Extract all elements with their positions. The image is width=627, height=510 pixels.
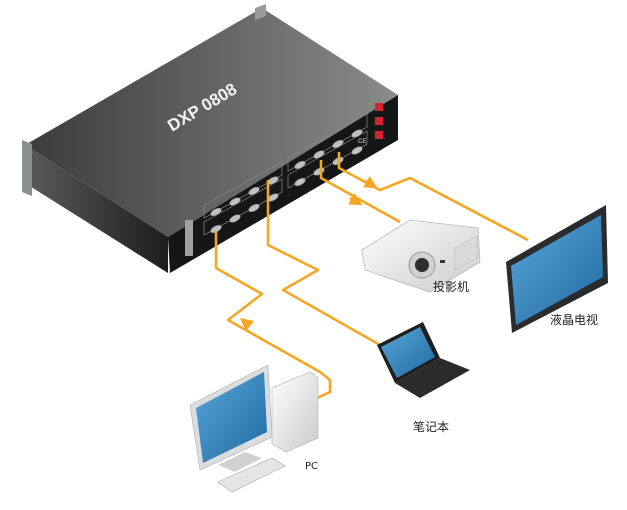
- chassis-top: [25, 8, 398, 237]
- cable-laptop: [266, 180, 381, 347]
- projector-lens: [415, 258, 429, 272]
- laptop-screen: [381, 327, 435, 378]
- projector-vent: [454, 235, 478, 271]
- cable-projector: [319, 160, 401, 224]
- rack-ear-right: [255, 4, 266, 20]
- laptop-label: 笔记本: [413, 420, 450, 434]
- cable-arrow-projector: [348, 193, 363, 206]
- output-vga-port: [332, 139, 344, 149]
- vga-ports: [210, 129, 363, 234]
- laptop-base: [395, 358, 470, 398]
- input-vga-port: [229, 197, 241, 206]
- input-port-panel-top: [203, 161, 283, 219]
- input-vga-port: [248, 203, 260, 213]
- rack-ear-left: [22, 140, 32, 196]
- lcd-tv-label: 液晶电视: [550, 313, 599, 327]
- cable-lcd-tv: [337, 152, 529, 242]
- rear-handle: [185, 220, 193, 256]
- output-vga-port: [294, 177, 306, 187]
- cables: [214, 152, 529, 402]
- pc-monitor-stand: [218, 452, 262, 472]
- cable-arrow-pc: [239, 317, 255, 332]
- power-switch-3[interactable]: [375, 131, 383, 139]
- input-vga-port: [248, 186, 260, 196]
- output-vga-port: [313, 150, 325, 159]
- pc-keyboard: [217, 457, 286, 493]
- ce-mark: CE: [358, 139, 366, 145]
- pc: [189, 364, 319, 493]
- input-vga-port: [229, 214, 241, 223]
- laptop: [377, 322, 470, 398]
- matrix-switcher: DXP 0808 CE: [22, 4, 398, 273]
- cable-arrow-tv: [363, 176, 378, 189]
- output-vga-port: [294, 160, 306, 170]
- chassis-rear-panel: [168, 95, 398, 273]
- pc-label: PC: [305, 461, 319, 472]
- power-switch-1[interactable]: [375, 103, 383, 111]
- projector-label: 投影机: [433, 280, 470, 294]
- projector: [361, 219, 481, 293]
- output-port-panel-top: [287, 113, 368, 172]
- lcd-tv-screen: [511, 215, 603, 325]
- output-vga-port: [351, 146, 363, 155]
- projector-indicator: [440, 260, 445, 263]
- pc-tower: [271, 371, 319, 453]
- input-vga-port: [210, 224, 222, 234]
- input-vga-port: [210, 207, 222, 217]
- cable-pc: [214, 231, 332, 402]
- power-switch-2[interactable]: [375, 117, 383, 125]
- chassis-left-side: [25, 145, 168, 273]
- lcd-tv: [506, 205, 608, 333]
- pc-monitor-screen: [196, 372, 267, 463]
- output-vga-port: [351, 129, 363, 138]
